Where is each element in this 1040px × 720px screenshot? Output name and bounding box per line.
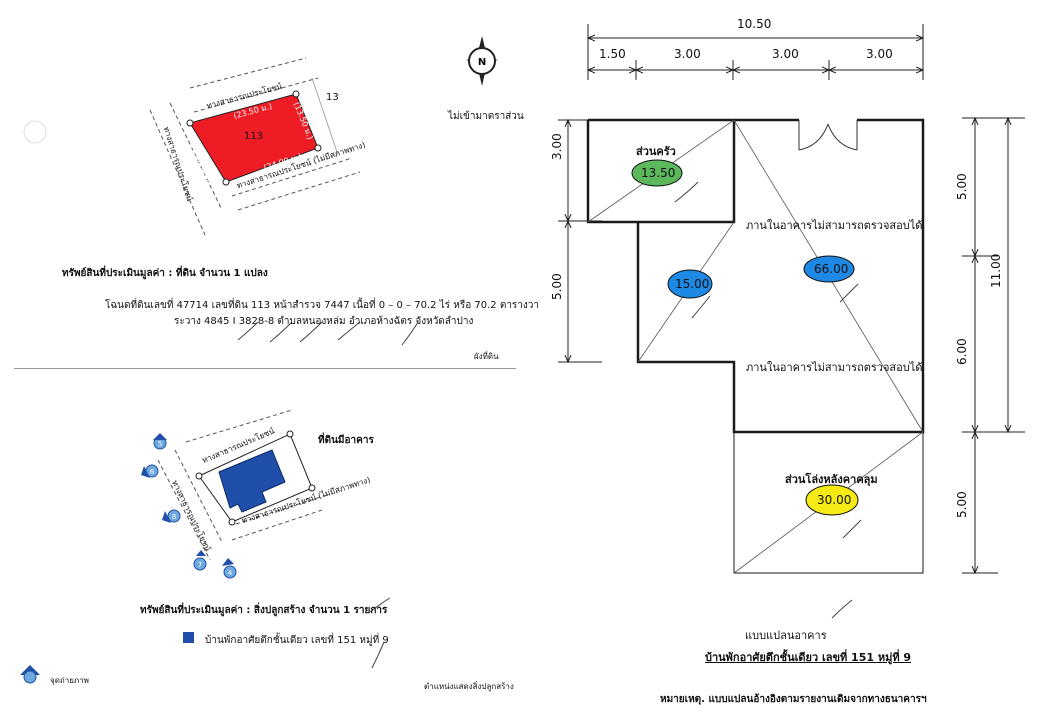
left-dimension-lines [558, 120, 602, 362]
pen-tick [674, 181, 699, 203]
kitchen-label: ส่วนครัว [636, 145, 676, 158]
corner-peg [292, 90, 300, 98]
road-left-inner-line [169, 102, 223, 211]
site-caption: ตำแหน่งแสดงสิ่งปลูกสร้าง [424, 682, 514, 691]
corner-peg [314, 144, 322, 152]
site-road-left-inner-line [174, 449, 223, 543]
pen-tick [831, 599, 853, 619]
main-area-value: 66.00 [814, 262, 849, 276]
carport-label: ส่วนโล่งหลังคาคลุม [785, 473, 878, 486]
land-asset-title: ทรัพย์สินที่ประเมินมูลค่า : ที่ดิน จำนวน… [62, 268, 268, 279]
total-width-label: 10.50 [737, 17, 772, 31]
left-dim-1-label: 3.00 [550, 133, 564, 160]
carport-area-badge [805, 484, 859, 516]
carport-area-value: 30.00 [817, 493, 852, 507]
top-dimension-lines [588, 24, 923, 80]
compass-letter: N [478, 57, 486, 68]
right-dimension-lines [962, 118, 1025, 573]
plan-caption: แบบแปลนอาคาร [745, 629, 827, 642]
photo-point-marker-icon: 4 [222, 558, 237, 579]
road-top-inner-line [193, 77, 319, 113]
road-left-line [149, 109, 206, 236]
photo-point-marker-icon: 7 [193, 550, 207, 571]
signature-scribble [401, 321, 419, 346]
svg-text:4: 4 [228, 569, 233, 577]
signature-scribble [337, 321, 361, 341]
door-swing-icon [798, 116, 858, 151]
section-divider [14, 368, 516, 369]
site-road-left-line [157, 459, 211, 561]
corner-peg [186, 119, 194, 127]
signature-scribble [369, 597, 391, 613]
signature-scribble [237, 321, 259, 341]
signature-scribble [269, 321, 293, 343]
site-asset-title: ทรัพย์สินที่ประเมินมูลค่า : สิ่งปลูกสร้า… [140, 605, 388, 616]
right-dim-2-label: 6.00 [955, 338, 969, 365]
svg-text:8: 8 [172, 513, 176, 521]
pen-tick [691, 295, 711, 319]
land-deed-line-1: โฉนดที่ดินเลขที่ 47714 เลขที่ดิน 113 หน้… [105, 300, 540, 311]
land-plot-diagram: N [23, 36, 498, 346]
pen-tick [842, 519, 862, 539]
total-depth-label: 11.00 [989, 253, 1003, 288]
svg-text:6: 6 [150, 468, 155, 476]
photo-point-legend-icon [20, 665, 40, 684]
photo-point-marker-icon: 8 [162, 509, 181, 523]
site-road-bottom-inner-line [235, 493, 331, 525]
width-2-label: 3.00 [674, 47, 701, 61]
kitchen-area-value: 13.50 [641, 166, 676, 180]
inaccessible-note-2: ภานในอาคารไม่สามารถตรวจสอบได้ [746, 361, 923, 374]
corner-peg [222, 178, 230, 186]
left-area-value: 15.00 [675, 277, 710, 291]
site-road-bottom-line [231, 509, 323, 541]
compass-icon: N [466, 36, 498, 86]
site-legend-label: บ้านพักอาศัยตึกชั้นเดียว เลขที่ 151 หมู่… [205, 635, 389, 646]
carport-outline [733, 431, 924, 574]
building-legend-swatch [183, 632, 194, 643]
svg-text:7: 7 [198, 561, 202, 569]
road-top-line [189, 57, 307, 89]
site-neighbor-label: ที่ดินมีอาคาร [318, 435, 374, 446]
faint-mark-icon [23, 120, 47, 144]
corner-peg [195, 472, 203, 480]
corner-peg [228, 518, 236, 526]
site-plan-diagram: 5 6 8 7 4 [20, 409, 391, 684]
land-caption: ผังที่ดิน [474, 352, 499, 361]
floor-plan-diagram [558, 24, 1025, 619]
kitchen-area-badge [631, 159, 683, 187]
photo-point-marker-icon: 6 [141, 464, 159, 478]
left-dim-2-label: 5.00 [550, 273, 564, 300]
building-footprint [218, 449, 286, 513]
width-1-label: 1.50 [599, 47, 626, 61]
plan-note: หมายเหตุ. แบบแปลนอ้างอิงตามรายงานเดิมจาก… [660, 694, 927, 705]
right-dim-3-label: 5.00 [955, 491, 969, 518]
svg-text:5: 5 [158, 440, 162, 448]
photo-point-marker-icon: 5 [153, 433, 167, 450]
inaccessible-note-1: ภานในอาคารไม่สามารถตรวจสอบได้ [746, 219, 923, 232]
site-road-top-line [185, 409, 293, 443]
width-4-label: 3.00 [866, 47, 893, 61]
land-plot-number: 113 [244, 131, 264, 142]
pen-tick [839, 283, 859, 303]
corner-peg [308, 484, 316, 492]
photo-point-label: จุดถ่ายภาพ [50, 676, 89, 685]
scale-note: ไม่เข้ามาตราส่วน [448, 111, 524, 122]
road-bottom-outer-line [237, 171, 361, 211]
boundary-right [311, 77, 339, 156]
signature-scribble [371, 641, 385, 669]
plan-subtitle: บ้านพักอาศัยตึกชั้นเดียว เลขที่ 151 หมู่… [705, 651, 912, 664]
main-area-badge [803, 255, 855, 283]
width-3-label: 3.00 [772, 47, 799, 61]
land-deed-line-2: ระวาง 4845 I 3828-8 ตำบลหนองหล่ม อำเภอห้… [174, 316, 474, 327]
corner-peg [286, 430, 294, 438]
right-dim-1-label: 5.00 [955, 173, 969, 200]
signature-scribble [299, 321, 323, 343]
land-neighbor-number: 13 [326, 92, 339, 103]
left-area-badge [667, 269, 713, 299]
